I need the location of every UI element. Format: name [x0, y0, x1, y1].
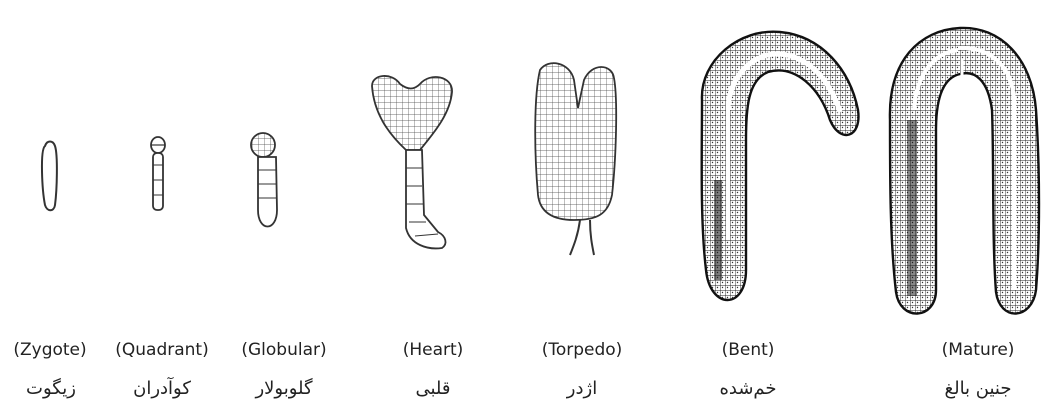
- label-globular-fa: گلوبولار: [255, 378, 312, 399]
- label-mature-en: (Mature): [942, 340, 1015, 360]
- mature-figure: [890, 28, 1039, 314]
- label-quadrant-fa: کوآدران: [133, 378, 191, 399]
- heart-figure: [372, 76, 452, 248]
- label-bent-en: (Bent): [722, 340, 775, 360]
- quadrant-figure: [151, 137, 165, 210]
- label-zygote-en: (Zygote): [13, 340, 86, 360]
- label-globular-en: (Globular): [241, 340, 326, 360]
- globular-figure: [251, 133, 277, 227]
- zygote-figure: [42, 142, 57, 211]
- label-heart-en: (Heart): [403, 340, 464, 360]
- label-quadrant-en: (Quadrant): [115, 340, 208, 360]
- label-torpedo-en: (Torpedo): [542, 340, 623, 360]
- label-bent-fa: خم‌شده: [719, 378, 776, 399]
- label-heart-fa: قلبی: [416, 378, 451, 399]
- label-mature-fa: جنین بالغ: [945, 378, 1012, 399]
- label-torpedo-fa: اژدر: [567, 378, 597, 399]
- torpedo-figure: [535, 63, 616, 255]
- label-zygote-fa: زیگوت: [26, 378, 76, 399]
- bent-figure: [702, 32, 859, 300]
